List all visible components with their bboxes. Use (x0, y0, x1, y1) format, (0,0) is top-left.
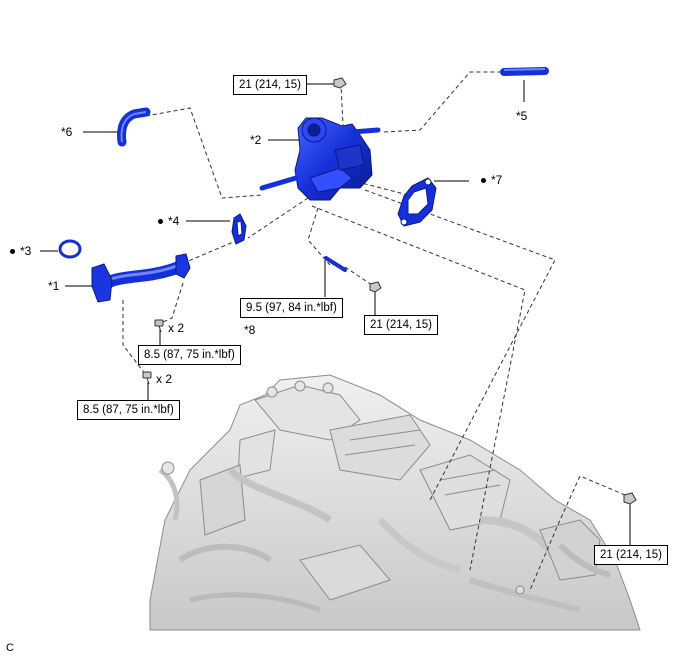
torque-spec-mid: 21 (214, 15) (364, 315, 439, 335)
callout-1: *1 (48, 279, 60, 293)
callout-4-bullet (158, 219, 163, 224)
torque-spec-bolt-a: 8.5 (87, 75 in.*lbf) (138, 345, 241, 365)
part-5-hose (500, 67, 549, 76)
part-3-ring (58, 239, 82, 259)
nut-mid (369, 281, 382, 293)
part-7-gasket (397, 177, 437, 227)
part-8-stud (324, 256, 347, 272)
torque-spec-right: 21 (214, 15) (594, 545, 669, 565)
part-6-hose (117, 107, 151, 147)
part-2-egr-valve (259, 117, 381, 201)
figure-code: C (6, 642, 14, 654)
callout-2: *2 (250, 133, 262, 147)
torque-spec-bolt-b: 8.5 (87, 75 in.*lbf) (77, 400, 180, 420)
dashed-leaders (122, 71, 626, 591)
callout-5: *5 (516, 109, 528, 123)
parts (58, 67, 549, 303)
bolt-a (154, 319, 164, 333)
part-1-pipe (91, 253, 191, 303)
nut-top (333, 77, 347, 89)
bolt-b (142, 371, 152, 385)
callout-7: *7 (491, 173, 503, 187)
torque-spec-top: 21 (214, 15) (233, 75, 308, 95)
solid-leaders (40, 80, 631, 545)
fasteners (142, 77, 637, 505)
quantity-a: x 2 (168, 321, 185, 335)
part-4-gasket (231, 213, 247, 245)
quantity-b: x 2 (156, 372, 173, 386)
engine-assembly (149, 374, 641, 631)
callout-3-bullet (10, 249, 15, 254)
callout-3: *3 (20, 244, 32, 258)
callout-7-bullet (481, 178, 486, 183)
torque-spec-bracket: 9.5 (97, 84 in.*lbf) (240, 298, 343, 318)
nut-right (623, 492, 637, 505)
callout-6: *6 (61, 125, 73, 139)
callout-4: *4 (168, 214, 180, 228)
callout-8: *8 (244, 323, 256, 337)
